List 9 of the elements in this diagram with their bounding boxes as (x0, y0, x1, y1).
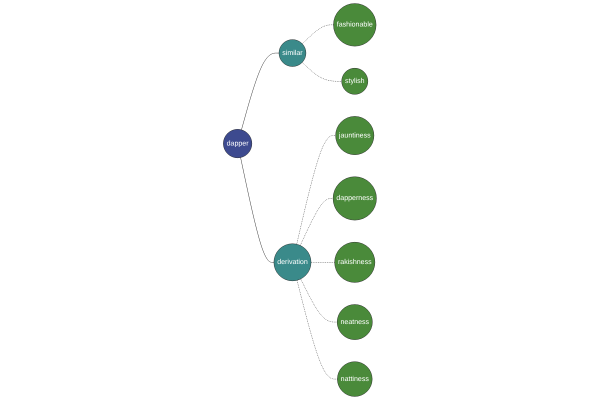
connector (241, 52, 280, 130)
connector (296, 135, 336, 244)
connector (302, 62, 342, 82)
connector (302, 24, 334, 44)
connector (300, 198, 334, 246)
connector (300, 278, 338, 322)
connector (240, 157, 274, 263)
connector (310, 262, 335, 263)
connector (296, 280, 338, 380)
